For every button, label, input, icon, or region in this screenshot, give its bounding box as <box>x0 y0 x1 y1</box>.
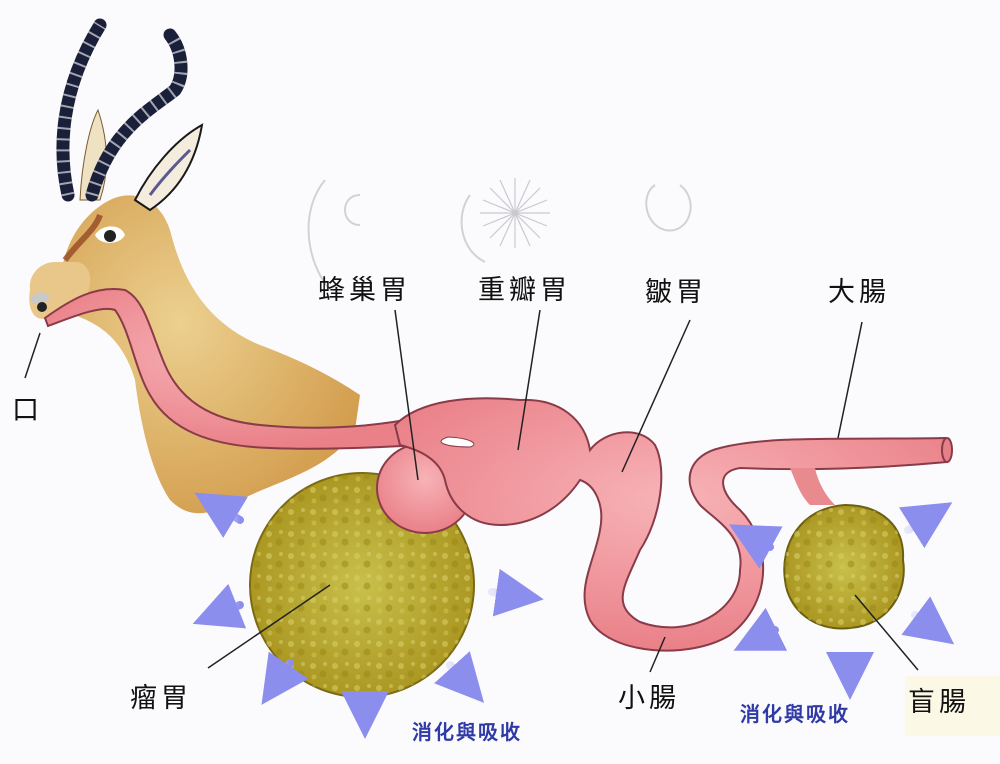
label-small-intestine: 小腸 <box>618 683 680 714</box>
label-omasum: 重瓣胃 <box>478 275 571 306</box>
annotation-cecum-digestion: 消化與吸收 <box>740 702 850 726</box>
label-highlight-box <box>905 676 1000 736</box>
label-abomasum: 皺胃 <box>645 277 707 308</box>
annotation-rumen-digestion: 消化與吸收 <box>412 720 522 744</box>
absorption-arrows <box>192 492 955 739</box>
decorative-swirls <box>307 178 692 291</box>
leader-lines <box>24 309 919 673</box>
label-cecum: 盲腸 <box>908 687 970 718</box>
label-large-intestine: 大腸 <box>828 277 890 308</box>
digestive-tract <box>43 288 953 652</box>
cecum-organ <box>783 503 905 630</box>
label-rumen: 瘤胃 <box>130 683 192 714</box>
label-mouth: 口 <box>12 395 43 426</box>
label-reticulum: 蜂巢胃 <box>318 275 411 306</box>
